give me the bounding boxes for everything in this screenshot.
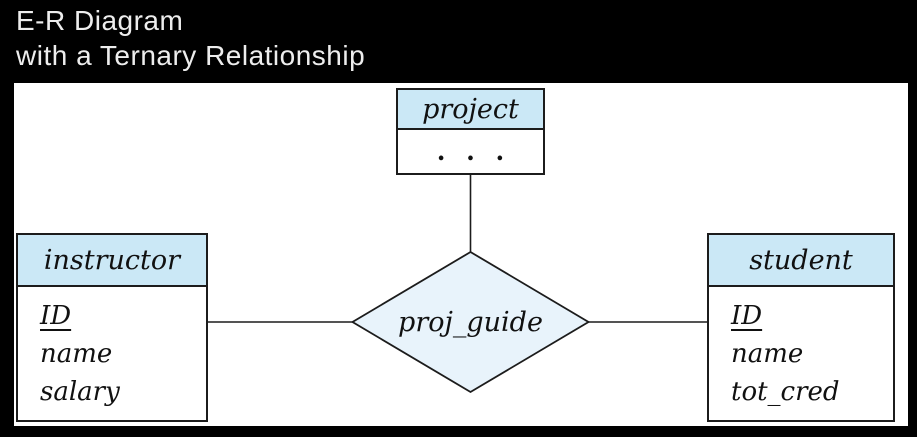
attribute-student-id: ID [731,301,763,331]
er-diagram-canvas: proj_guide project . . . instructor ID n… [14,83,908,426]
attribute-instructor-salary: salary [40,377,120,407]
entity-instructor: instructor ID name salary [16,233,208,422]
entity-student-header: student [709,235,893,287]
entity-project: project . . . [396,88,545,175]
slide-title: E-R Diagram with a Ternary Relationship [16,3,365,73]
entity-project-header: project [398,90,543,130]
entity-student: student ID name tot_cred [707,233,895,422]
entity-instructor-attributes: ID name salary [18,287,206,411]
connector-and-diamond-layer [206,175,708,394]
entity-student-attributes: ID name tot_cred [709,287,893,411]
slide-title-line-1: E-R Diagram [16,5,184,36]
attribute-instructor-id: ID [40,301,72,331]
attribute-student-tot-cred: tot_cred [731,377,840,407]
relationship-diamond-proj-guide [350,250,591,394]
slide-title-line-2: with a Ternary Relationship [16,40,366,71]
attribute-student-name: name [731,339,804,369]
entity-project-ellipsis-attributes: . . . [436,136,511,166]
attribute-instructor-name: name [40,339,113,369]
entity-project-body: . . . [398,130,543,173]
entity-instructor-header: instructor [18,235,206,287]
